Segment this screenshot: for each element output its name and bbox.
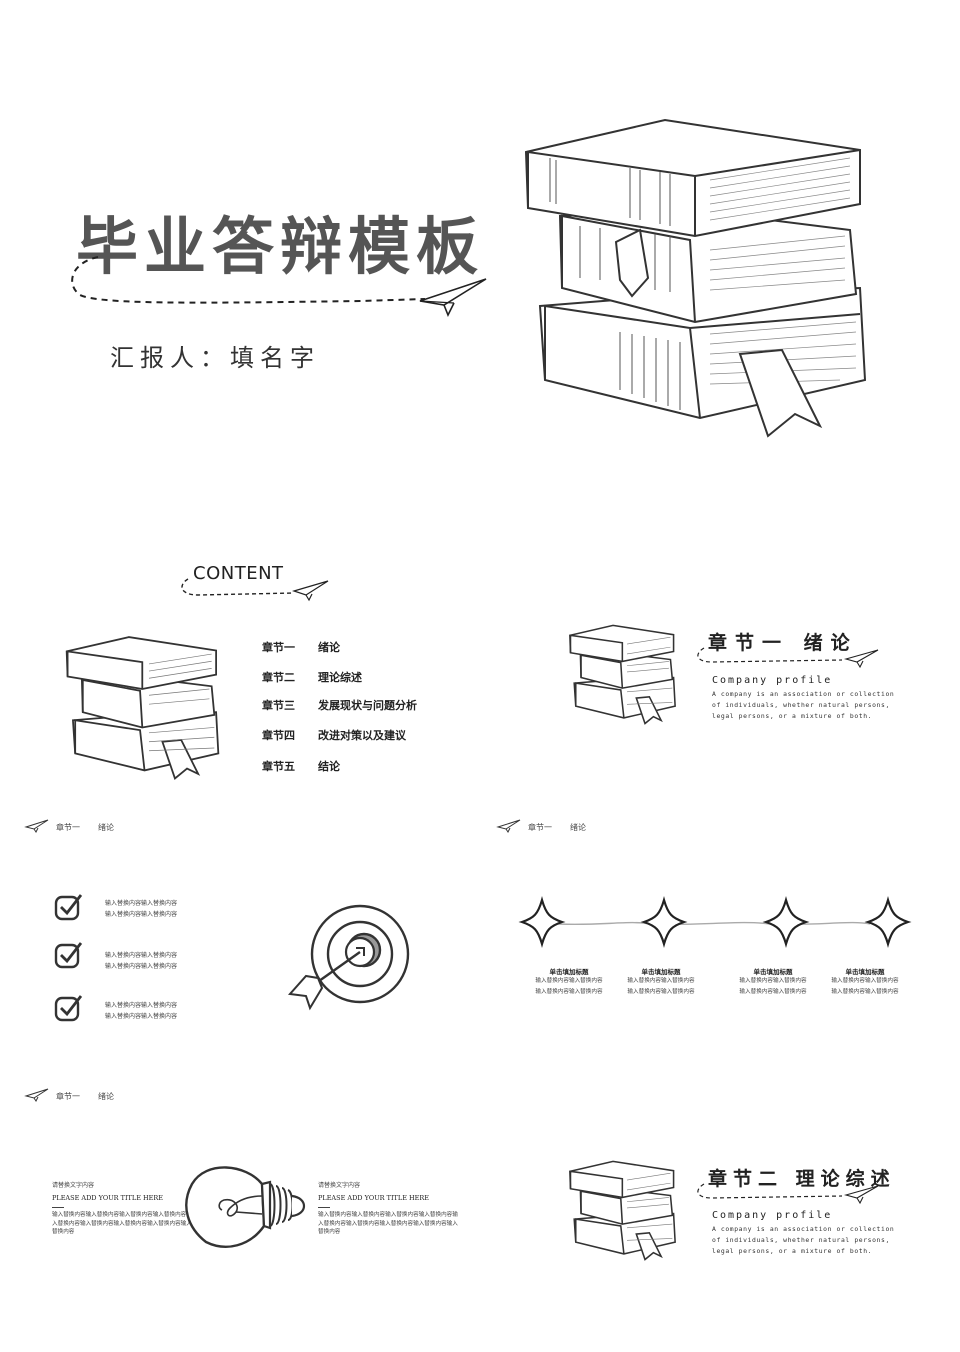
text-line: 输入替换内容输入替换内容 xyxy=(105,1002,178,1009)
text-line: 输入替换内容输入替换内容 xyxy=(739,978,807,984)
star-node-icon xyxy=(640,895,688,949)
book-stack-illustration xyxy=(65,636,220,780)
divider xyxy=(318,1207,330,1208)
text-line: 输入替换内容输入替换内容 xyxy=(105,900,178,907)
book-stack-illustration xyxy=(569,624,676,725)
text-line: 输入替换内容输入替换内容 xyxy=(105,911,178,918)
left-text-block: 请替换文字内容 PLEASE ADD YOUR TITLE HERE 输入替换内… xyxy=(52,1180,192,1237)
breadcrumb: 章节一 绪论 xyxy=(528,822,586,833)
step-title: 单击填加标题 xyxy=(641,968,681,976)
toc-topic-label: 发展现状与问题分析 xyxy=(318,699,417,712)
breadcrumb-topic: 绪论 xyxy=(98,1092,114,1101)
star-node-icon xyxy=(518,895,566,949)
company-description: A company is an association or collectio… xyxy=(712,1225,895,1255)
paper-plane-icon xyxy=(24,819,49,833)
text-line: 输入替换内容输入替换内容 xyxy=(105,1013,178,1020)
block-english-title: PLEASE ADD YOUR TITLE HERE xyxy=(52,1194,164,1202)
text-line: 输入替换内容输入替换内容 xyxy=(535,978,603,984)
text-line: 输入替换内容输入替换内容 xyxy=(105,952,178,959)
step-title: 单击填加标题 xyxy=(549,968,589,976)
dashed-trail-with-plane-icon xyxy=(181,578,329,602)
company-description: A company is an association or collectio… xyxy=(712,690,895,720)
paper-plane-icon xyxy=(843,1185,879,1205)
paper-plane-icon xyxy=(843,649,879,669)
checkbox-checked-icon xyxy=(54,995,83,1022)
company-profile-label: Company profile xyxy=(712,1210,833,1221)
cover-title: 毕业答辩模板 xyxy=(76,210,485,283)
breadcrumb: 章节一 绪论 xyxy=(56,822,114,833)
text-line: 输入替换内容输入替换内容 xyxy=(831,978,899,984)
right-text-block: 请替换文字内容 PLEASE ADD YOUR TITLE HERE 输入替换内… xyxy=(318,1180,458,1237)
breadcrumb-chapter: 章节一 xyxy=(56,823,80,832)
toc-item[interactable]: 章节五 结论 xyxy=(262,758,340,774)
breadcrumb: 章节一 绪论 xyxy=(56,1091,114,1102)
toc-chapter-label: 章节五 xyxy=(262,760,295,773)
chapter-title: 章节一 绪论 xyxy=(708,632,858,654)
book-stack-illustration xyxy=(524,118,867,438)
toc-chapter-label: 章节一 xyxy=(262,641,295,654)
toc-item[interactable]: 章节三 发展现状与问题分析 xyxy=(262,697,417,713)
reporter-line: 汇报人：填名字 xyxy=(110,344,320,372)
paper-plane-icon xyxy=(24,1088,49,1102)
toc-item[interactable]: 章节二 理论综述 xyxy=(262,669,362,685)
toc-item[interactable]: 章节四 改进对策以及建议 xyxy=(262,727,406,743)
checklist-item-2-text: 输入替换内容输入替换内容 输入替换内容输入替换内容 xyxy=(105,950,195,972)
checklist-item-3-text: 输入替换内容输入替换内容 输入替换内容输入替换内容 xyxy=(105,1000,195,1022)
toc-topic-label: 改进对策以及建议 xyxy=(318,729,406,742)
light-bulb-icon xyxy=(185,1166,306,1248)
breadcrumb-topic: 绪论 xyxy=(98,823,114,832)
book-stack-illustration xyxy=(569,1160,676,1261)
toc-topic-label: 理论综述 xyxy=(318,671,362,684)
star-node-icon xyxy=(762,895,810,949)
checkbox-checked-icon xyxy=(54,942,83,969)
step-title: 单击填加标题 xyxy=(845,968,885,976)
block-body: 输入替换内容输入替换内容输入替换内容输入替换内容输入替换内容输入替换内容输入替换… xyxy=(52,1212,192,1235)
contents-title: CONTENT xyxy=(193,563,284,584)
text-line: 输入替换内容输入替换内容 xyxy=(627,978,695,984)
dashed-trail-with-plane-icon xyxy=(71,256,487,317)
text-line: 输入替换内容输入替换内容 xyxy=(105,963,178,970)
paper-plane-icon xyxy=(496,819,521,833)
company-profile-label: Company profile xyxy=(712,675,833,686)
step-text: 输入替换内容输入替换内容 输入替换内容输入替换内容 xyxy=(820,976,910,998)
block-english-title: PLEASE ADD YOUR TITLE HERE xyxy=(318,1194,430,1202)
dashed-trail-with-plane-icon xyxy=(697,647,879,669)
breadcrumb-chapter: 章节一 xyxy=(56,1092,80,1101)
text-line: 输入替换内容输入替换内容 xyxy=(627,989,695,995)
breadcrumb-topic: 绪论 xyxy=(570,823,586,832)
step-text: 输入替换内容输入替换内容 输入替换内容输入替换内容 xyxy=(616,976,706,998)
divider xyxy=(52,1207,64,1208)
toc-chapter-label: 章节四 xyxy=(262,729,295,742)
paper-plane-icon xyxy=(291,580,329,602)
bookmark-ribbon xyxy=(738,348,823,438)
block-body: 输入替换内容输入替换内容输入替换内容输入替换内容输入替换内容输入替换内容输入替换… xyxy=(318,1212,458,1235)
dashed-trail-with-plane-icon xyxy=(697,1183,879,1205)
star-node-icon xyxy=(864,895,912,949)
bookmark-ribbon xyxy=(614,228,650,298)
paper-plane-icon xyxy=(419,278,487,317)
toc-topic-label: 绪论 xyxy=(318,641,340,654)
toc-item[interactable]: 章节一 绪论 xyxy=(262,639,340,655)
chapter-title: 章节二 理论综述 xyxy=(708,1168,896,1190)
text-line: 输入替换内容输入替换内容 xyxy=(831,989,899,995)
checkbox-checked-icon xyxy=(54,894,83,921)
block-heading: 请替换文字内容 xyxy=(318,1182,361,1189)
target-with-arrow-icon xyxy=(287,904,410,1011)
checklist-item-1-text: 输入替换内容输入替换内容 输入替换内容输入替换内容 xyxy=(105,898,195,920)
text-line: 输入替换内容输入替换内容 xyxy=(739,989,807,995)
breadcrumb-chapter: 章节一 xyxy=(528,823,552,832)
toc-topic-label: 结论 xyxy=(318,760,340,773)
step-title: 单击填加标题 xyxy=(753,968,793,976)
toc-chapter-label: 章节三 xyxy=(262,699,295,712)
block-heading: 请替换文字内容 xyxy=(52,1182,95,1189)
toc-chapter-label: 章节二 xyxy=(262,671,295,684)
timeline-graphic xyxy=(518,895,912,949)
step-text: 输入替换内容输入替换内容 输入替换内容输入替换内容 xyxy=(728,976,818,998)
text-line: 输入替换内容输入替换内容 xyxy=(535,989,603,995)
step-text: 输入替换内容输入替换内容 输入替换内容输入替换内容 xyxy=(524,976,614,998)
